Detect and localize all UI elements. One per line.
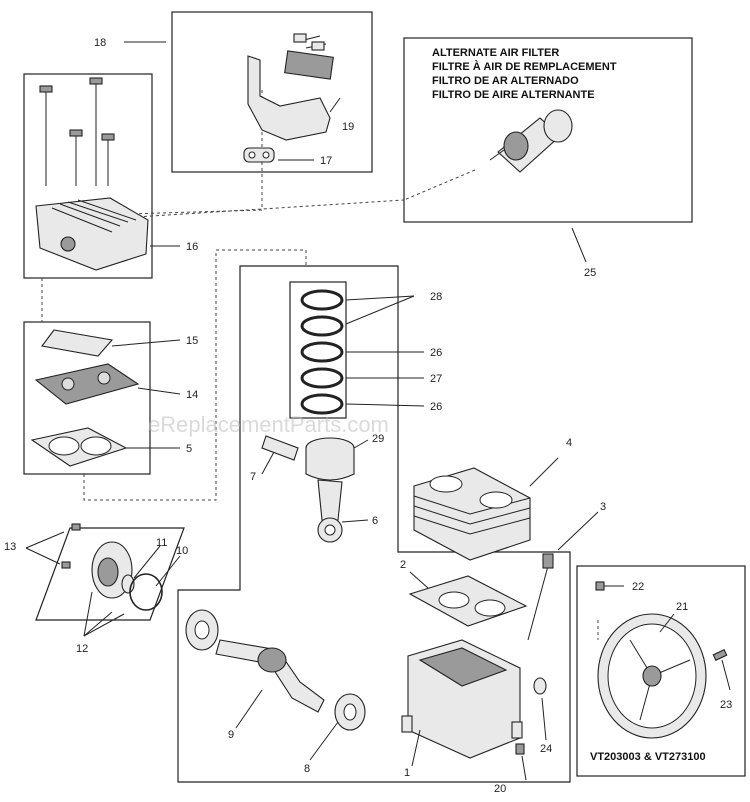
callout-26a: 26 (430, 347, 442, 359)
o-ring-part (129, 573, 163, 611)
wrist-pin-part (261, 435, 299, 461)
cylinder-part (413, 467, 531, 561)
dashed-link-gasket-cylinder (83, 249, 307, 501)
filter-label-pt: FILTRO DE AR ALTERNADO (432, 75, 579, 87)
cylinder-head-part (35, 197, 149, 271)
connecting-rod-part (317, 479, 343, 543)
dipstick-part (527, 553, 554, 641)
valve-plate-14-part (34, 363, 140, 405)
cylinder-gasket-part (408, 575, 528, 627)
filter-label-en: ALTERNATE AIR FILTER (432, 47, 559, 59)
piston-part (305, 437, 355, 481)
filter-label-fr: FILTRE À AIR DE REMPLACEMENT (432, 60, 617, 73)
gasket-group-box (23, 321, 151, 475)
callout-16: 16 (186, 241, 198, 253)
callout-25: 25 (584, 267, 596, 279)
piston-rings-part (300, 289, 344, 415)
crankshaft-part (215, 639, 325, 713)
filter-group-box (403, 37, 693, 223)
callout-29: 29 (372, 433, 384, 445)
filter-label-es: FILTRO DE AIRE ALTERNANTE (432, 89, 595, 101)
alternate-air-filter-part (489, 109, 573, 173)
callout-17: 17 (320, 155, 332, 167)
rear-bearing-part (334, 693, 366, 731)
callout-3: 3 (600, 501, 606, 513)
piston-group-box (177, 265, 571, 783)
callout-15: 15 (186, 335, 198, 347)
bearing-plate-group-box (35, 527, 185, 621)
pulley-part (597, 613, 707, 739)
pulley-key-part (595, 581, 605, 591)
gasket-5-part (30, 427, 128, 467)
callout-19: 19 (342, 121, 354, 133)
callout-14: 14 (186, 389, 198, 401)
head-gasket-15-part (41, 329, 114, 357)
callout-8: 8 (304, 763, 310, 775)
drain-plug-part (515, 743, 525, 755)
cylinder-head-bolts (39, 77, 115, 186)
callout-4: 4 (566, 437, 572, 449)
mounting-bracket-part (247, 33, 334, 141)
callout-1: 1 (404, 767, 410, 779)
callout-28: 28 (430, 291, 442, 303)
pulley-group-box (576, 565, 746, 777)
callout-6: 6 (372, 515, 378, 527)
callout-10: 10 (176, 545, 188, 557)
callout-22: 22 (632, 581, 644, 593)
front-bearing-part (185, 609, 219, 651)
callout-23: 23 (720, 699, 732, 711)
callout-7: 7 (250, 471, 256, 483)
callout-11: 11 (156, 537, 167, 549)
callout-9: 9 (228, 729, 234, 741)
callout-5: 5 (186, 443, 192, 455)
callout-13: 13 (4, 541, 16, 553)
callout-20: 20 (494, 783, 506, 795)
callout-2: 2 (400, 559, 406, 571)
callout-18: 18 (94, 37, 106, 49)
model-label: VT203003 & VT273100 (590, 751, 706, 763)
ring-set-box (289, 281, 347, 419)
leader-lines (25, 41, 731, 781)
bracket-gasket-part (243, 147, 275, 163)
callout-26b: 26 (430, 401, 442, 413)
callout-24: 24 (540, 743, 552, 755)
head-group-box (23, 73, 153, 279)
bracket-group-box (171, 11, 373, 173)
crankcase-part (401, 639, 523, 759)
sight-glass-part (533, 677, 547, 695)
bearing-plate-screws (61, 523, 81, 569)
callout-12: 12 (76, 643, 88, 655)
callout-27: 27 (430, 373, 442, 385)
callout-21: 21 (676, 601, 688, 613)
dashed-link-filter (119, 169, 476, 219)
watermark-text: eReplacementParts.com (148, 412, 389, 437)
set-screw-part (712, 649, 728, 661)
dashed-link-bracket (127, 90, 263, 215)
